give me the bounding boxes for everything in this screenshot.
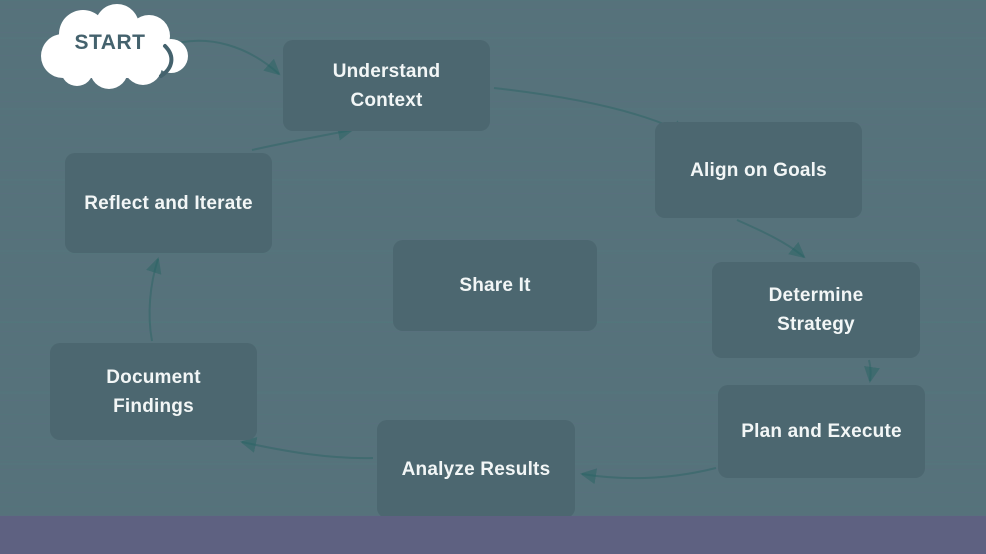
bottom-band: [0, 516, 986, 554]
start-cloud: START: [25, 4, 195, 99]
node-document-findings: Document Findings: [50, 343, 257, 440]
node-label: Align on Goals: [690, 159, 827, 181]
arrow-document-to-reflect: [146, 257, 162, 342]
node-label: Analyze Results: [401, 458, 551, 480]
node-share-it: Share It: [393, 240, 597, 331]
node-label: Document Findings: [106, 366, 201, 417]
node-label: Reflect and Iterate: [84, 192, 253, 214]
arrow-reflect-to-understand: [251, 124, 354, 151]
arrow-analyze-to-document: [240, 437, 374, 460]
node-understand-context: Understand Context: [283, 40, 490, 131]
node-plan-and-execute: Plan and Execute: [718, 385, 925, 478]
node-label: Understand Context: [332, 60, 441, 111]
node-align-on-goals: Align on Goals: [655, 122, 862, 218]
node-label: Determine Strategy: [768, 285, 864, 335]
node-label: Plan and Execute: [741, 421, 902, 442]
node-analyze-results: Analyze Results: [377, 420, 575, 518]
start-label: START: [74, 31, 146, 54]
node-label: Share It: [459, 275, 531, 296]
arrow-align-to-determine: [736, 219, 806, 259]
node-reflect-and-iterate: Reflect and Iterate: [65, 153, 272, 253]
arrow-plan-to-analyze: [580, 467, 717, 485]
node-determine-strategy: Determine Strategy: [712, 262, 920, 358]
cloud-icon: [41, 4, 188, 89]
arrow-determine-to-plan: [864, 359, 880, 383]
